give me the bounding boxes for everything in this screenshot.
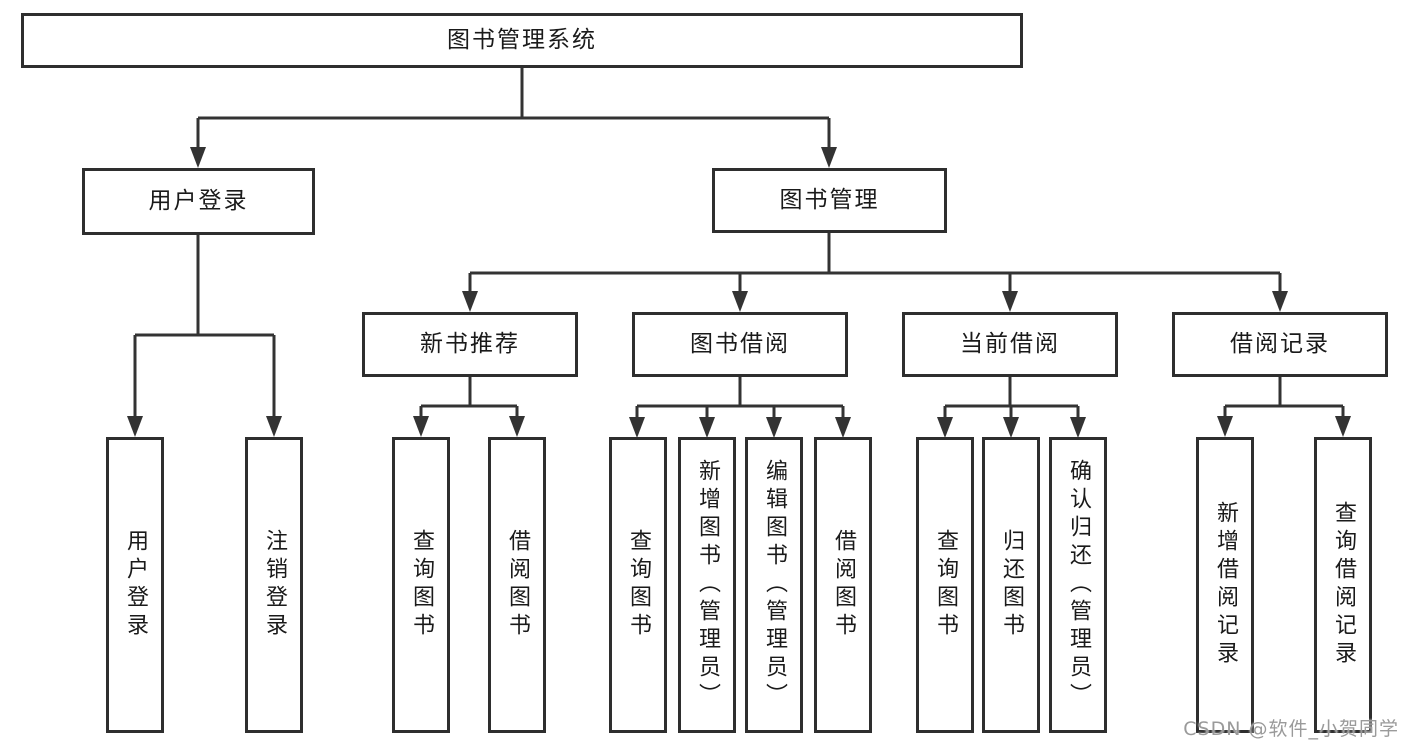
node-book-borrowing: 图书借阅 bbox=[632, 312, 848, 377]
leaf-query-borrow-record: 查询借阅记录 bbox=[1314, 437, 1372, 733]
leaf-add-books-admin: 新增图书（管理员） bbox=[678, 437, 736, 733]
leaf-add-borrow-record: 新增借阅记录 bbox=[1196, 437, 1254, 733]
node-borrowing-records: 借阅记录 bbox=[1172, 312, 1388, 377]
leaf-borrow-books-recommend: 借阅图书 bbox=[488, 437, 546, 733]
leaf-logout: 注销登录 bbox=[245, 437, 303, 733]
node-book-management: 图书管理 bbox=[712, 168, 947, 233]
leaf-query-books-borrowing: 查询图书 bbox=[609, 437, 667, 733]
node-current-borrowing: 当前借阅 bbox=[902, 312, 1118, 377]
node-root-system: 图书管理系统 bbox=[21, 13, 1023, 68]
leaf-query-books-recommend: 查询图书 bbox=[392, 437, 450, 733]
leaf-edit-books-admin: 编辑图书（管理员） bbox=[745, 437, 803, 733]
leaf-return-books: 归还图书 bbox=[982, 437, 1040, 733]
leaf-user-login: 用户登录 bbox=[106, 437, 164, 733]
tree-edges bbox=[133, 68, 1345, 422]
leaf-borrow-books-borrowing: 借阅图书 bbox=[814, 437, 872, 733]
node-user-login: 用户登录 bbox=[82, 168, 315, 235]
node-new-book-recommendation: 新书推荐 bbox=[362, 312, 578, 377]
leaf-confirm-return-admin: 确认归还（管理员） bbox=[1049, 437, 1107, 733]
csdn-watermark: CSDN @软件_小贺同学 bbox=[1183, 718, 1399, 740]
leaf-query-books-current: 查询图书 bbox=[916, 437, 974, 733]
connector-arrowheads bbox=[127, 147, 1351, 438]
